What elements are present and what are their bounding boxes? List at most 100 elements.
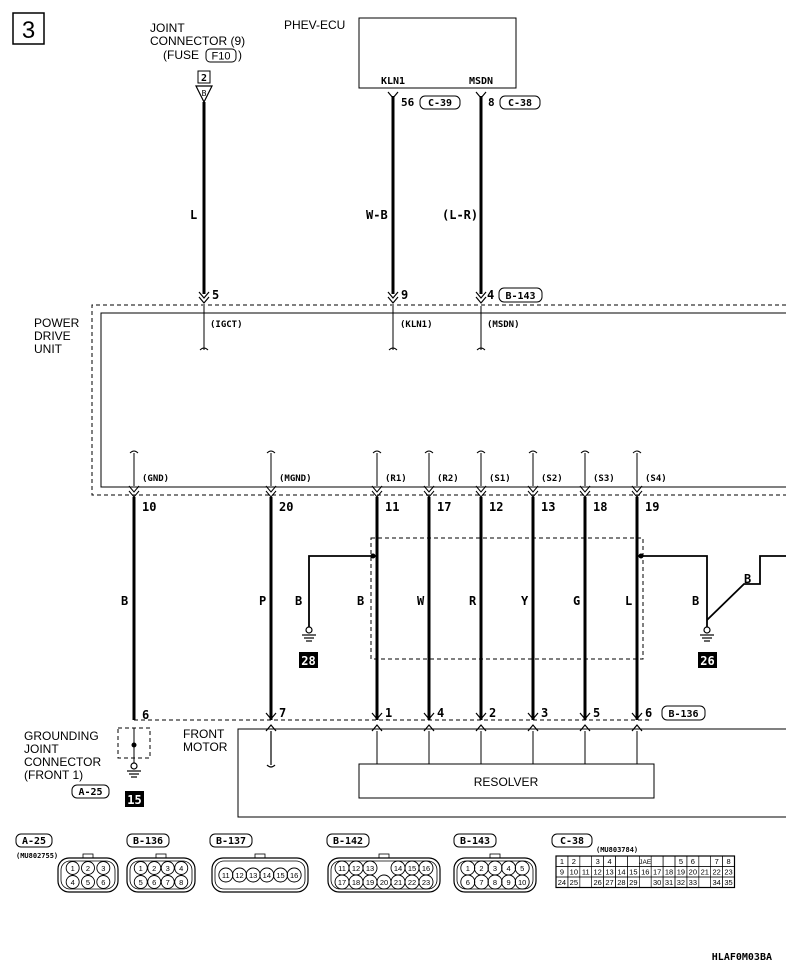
grounding-joint-splice bbox=[131, 742, 137, 748]
connector-pin-number: 16 bbox=[422, 864, 430, 873]
connector-pin bbox=[96, 861, 111, 875]
c38-pin: 23 bbox=[724, 868, 732, 877]
c38-pin: 1 bbox=[560, 857, 564, 866]
pdu-pin-5: 5 bbox=[212, 288, 219, 302]
c38-pin: 34 bbox=[712, 878, 720, 887]
grounding-joint-label-4: (FRONT 1) bbox=[24, 768, 83, 782]
pdu-label-1: POWER bbox=[34, 316, 80, 330]
connector-pin-number: 21 bbox=[394, 878, 402, 887]
c38-pin: 12 bbox=[593, 868, 601, 877]
c38-pin: 26 bbox=[593, 878, 601, 887]
connector-pin-number: 7 bbox=[166, 878, 170, 887]
connector-label: A-25 bbox=[22, 836, 46, 847]
front-motor-box bbox=[237, 728, 786, 818]
end-pin-2: 2 bbox=[489, 706, 496, 720]
pdu-connector-b143: B-143 bbox=[505, 291, 535, 302]
c38-pin: 16 bbox=[641, 868, 649, 877]
page-number-box bbox=[12, 12, 45, 45]
ecu-name: PHEV-ECU bbox=[284, 18, 345, 32]
connector-pin-number: 11 bbox=[222, 871, 230, 880]
resolver-box bbox=[358, 763, 655, 799]
signal-msdn: (MSDN) bbox=[487, 320, 520, 330]
pdu-pin-13: 13 bbox=[541, 500, 555, 514]
connector-pin-number: 19 bbox=[366, 878, 374, 887]
c38-pin: 6 bbox=[691, 857, 695, 866]
pdu-pin-9: 9 bbox=[401, 288, 408, 302]
shield-right-wire: B bbox=[692, 594, 699, 608]
wire-color-r2: W bbox=[417, 594, 425, 608]
connector-pin-number: 5 bbox=[520, 864, 524, 873]
signal-r1: (R1) bbox=[385, 474, 407, 484]
c38-label: C-38 bbox=[560, 836, 584, 847]
c38-pin: 9 bbox=[560, 868, 564, 877]
connector-pin-number: 23 bbox=[422, 878, 430, 887]
joint-connector-fuse-suffix: ) bbox=[238, 48, 242, 62]
end-pin-5: 5 bbox=[593, 706, 600, 720]
ground-28: 28 bbox=[301, 654, 315, 668]
signal-s4: (S4) bbox=[645, 474, 667, 484]
connector-pin-number: 12 bbox=[235, 871, 243, 880]
c38-pin: 20 bbox=[689, 868, 697, 877]
shield-box bbox=[370, 537, 644, 660]
c38-pin: 11 bbox=[582, 868, 590, 877]
end-pin-7: 7 bbox=[279, 706, 286, 720]
pdu-label-3: UNIT bbox=[34, 342, 63, 356]
c38-pin: 22 bbox=[712, 868, 720, 877]
end-pin-3: 3 bbox=[541, 706, 548, 720]
joint-connector-triangle bbox=[195, 85, 213, 104]
bottom-wires bbox=[132, 497, 639, 720]
wire-color-l-r: (L-R) bbox=[442, 208, 478, 222]
ground-26-badge bbox=[698, 652, 717, 668]
c38-pin: 30 bbox=[653, 878, 661, 887]
connector-pin bbox=[147, 875, 162, 889]
connector-pin-number: 17 bbox=[338, 878, 346, 887]
c38-pin: 25 bbox=[570, 878, 578, 887]
pdu-pin-17: 17 bbox=[437, 500, 451, 514]
connector-pin-number: 14 bbox=[263, 871, 271, 880]
c38-pin: 13 bbox=[605, 868, 613, 877]
wire-color-l: L bbox=[190, 208, 197, 222]
connector-pin-number: 2 bbox=[152, 864, 156, 873]
connector-pin bbox=[174, 861, 189, 875]
power-drive-unit bbox=[91, 304, 786, 496]
gnd-end-pin: 6 bbox=[142, 708, 149, 722]
connector-pin-number: 1 bbox=[139, 864, 143, 873]
pdu-pin-4: 4 bbox=[487, 288, 494, 302]
signal-s1: (S1) bbox=[489, 474, 511, 484]
signal-igct: (IGCT) bbox=[210, 320, 243, 330]
grounding-joint-label-1: GROUNDING bbox=[24, 729, 99, 743]
c38-pin: 17 bbox=[653, 868, 661, 877]
connector-pin-number: 2 bbox=[479, 864, 483, 873]
wire-color-s3: G bbox=[573, 594, 580, 608]
ground-28-badge bbox=[299, 652, 318, 668]
joint-connector-fuse-prefix: (FUSE bbox=[163, 48, 199, 62]
front-motor-label-2: MOTOR bbox=[183, 740, 228, 754]
ecu-connector-c39: C-39 bbox=[428, 98, 452, 109]
c38-pin: 21 bbox=[701, 868, 709, 877]
signal-mgnd: (MGND) bbox=[279, 474, 312, 484]
connector-pin-number: 6 bbox=[101, 878, 105, 887]
signal-r2: (R2) bbox=[437, 474, 459, 484]
connector-pin-number: 18 bbox=[352, 878, 360, 887]
ground-symbols bbox=[127, 626, 714, 778]
ecu-connector-c38: C-38 bbox=[508, 98, 532, 109]
grounding-joint-label-3: CONNECTOR bbox=[24, 755, 101, 769]
wire-color-r1: B bbox=[357, 594, 364, 608]
connector-pin bbox=[133, 861, 148, 875]
connector-pin bbox=[65, 861, 80, 875]
shield-left-wire: B bbox=[295, 594, 302, 608]
c38-pin: 35 bbox=[724, 878, 732, 887]
connector-pin-number: 12 bbox=[352, 864, 360, 873]
connector-label: B-143 bbox=[460, 836, 490, 847]
end-pin-6: 6 bbox=[645, 706, 652, 720]
motor-connector-arrows bbox=[265, 712, 643, 768]
joint-connector-title-2: CONNECTOR (9) bbox=[150, 34, 245, 48]
wire-color-gnd: B bbox=[121, 594, 128, 608]
connector-pin bbox=[174, 875, 189, 889]
connector-pin bbox=[418, 874, 434, 890]
pdu-pin-20: 20 bbox=[279, 500, 293, 514]
joint-connector-pin: 2 bbox=[201, 73, 207, 84]
